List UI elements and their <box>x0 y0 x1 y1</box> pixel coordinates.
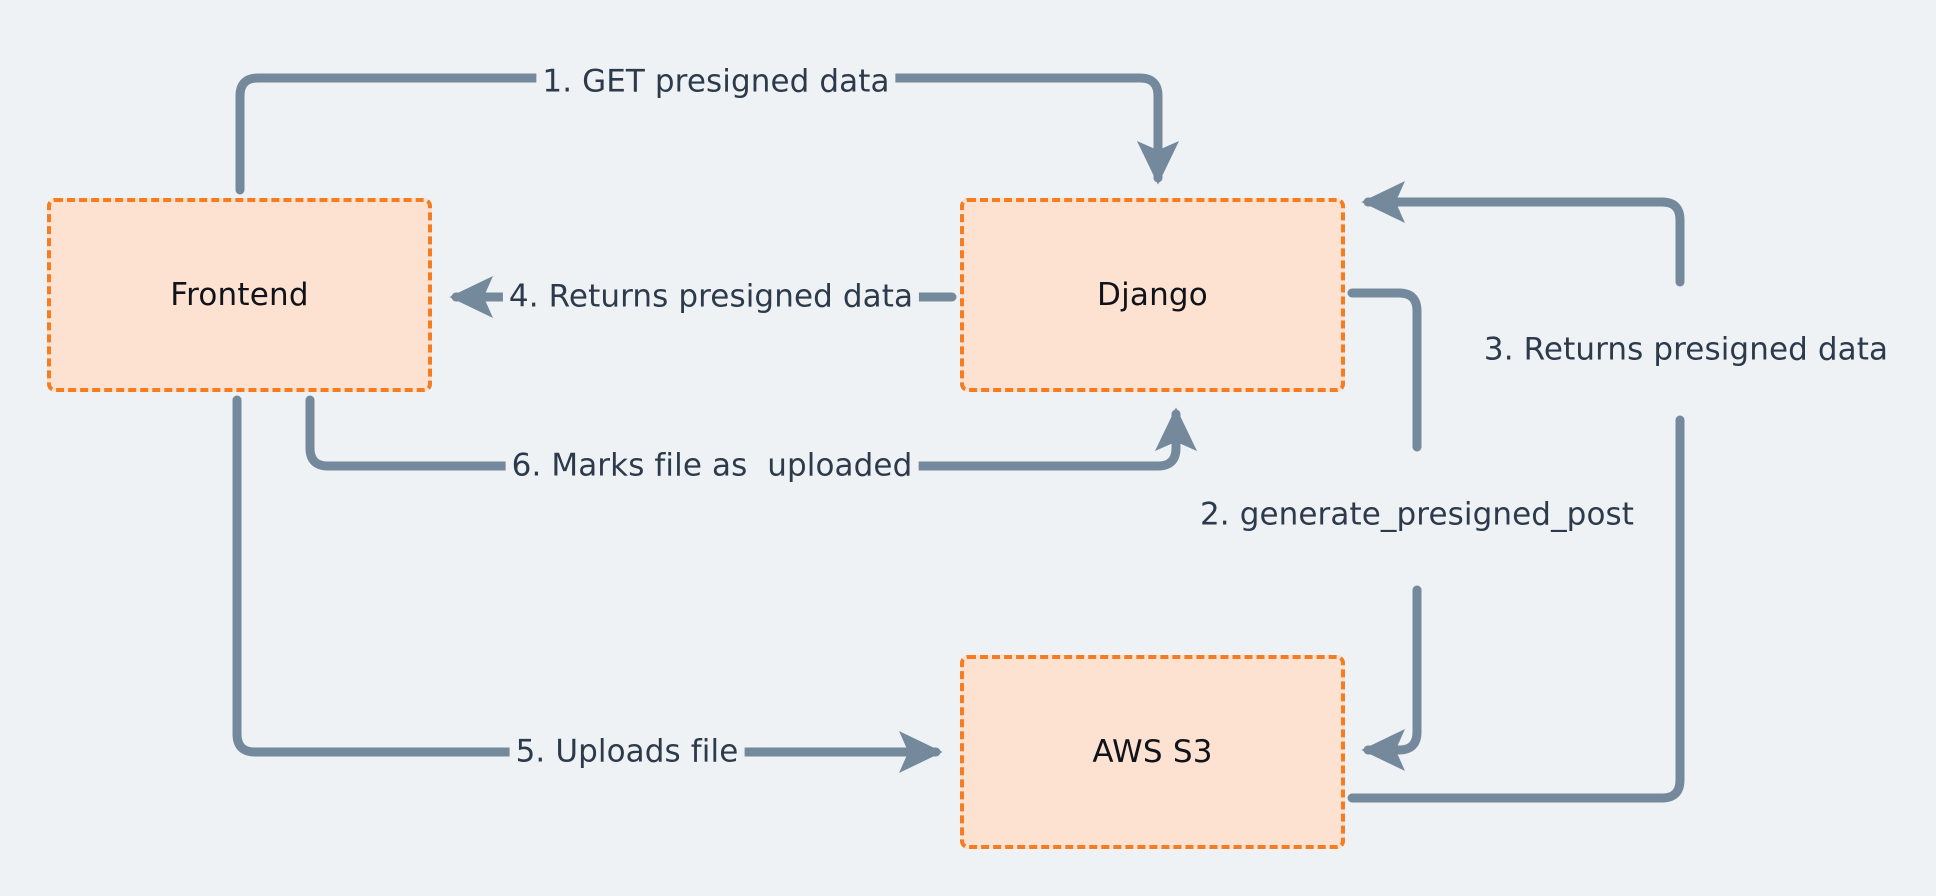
edge-2-path-b <box>1361 585 1422 772</box>
edge-2-path <box>1347 288 1422 452</box>
edge-1-path <box>235 73 609 195</box>
node-aws-s3-label: AWS S3 <box>1092 734 1213 770</box>
edge-3-path <box>1347 415 1685 803</box>
edge-6-path <box>305 395 532 471</box>
node-django-label: Django <box>1097 277 1208 313</box>
edge-label-1: 1. GET presigned data <box>536 66 896 98</box>
node-frontend-label: Frontend <box>170 277 309 313</box>
node-django[interactable]: Django <box>960 198 1345 392</box>
edge-6-path-b <box>895 407 1198 471</box>
node-aws-s3[interactable]: AWS S3 <box>960 655 1345 849</box>
edge-label-2: 2. generate_presigned_post <box>1199 496 1635 533</box>
edge-3-path-b <box>1361 180 1685 287</box>
edge-1-path-b <box>831 73 1180 185</box>
edge-label-5: 5. Uploads file <box>509 736 745 768</box>
node-frontend[interactable]: Frontend <box>47 198 432 392</box>
edge-label-4: 4. Returns presigned data <box>502 281 920 313</box>
edge-label-6: 6. Marks file as uploaded <box>505 450 919 482</box>
edge-label-3: 3. Returns presigned data <box>1483 331 1889 368</box>
edge-5-path <box>232 395 523 757</box>
